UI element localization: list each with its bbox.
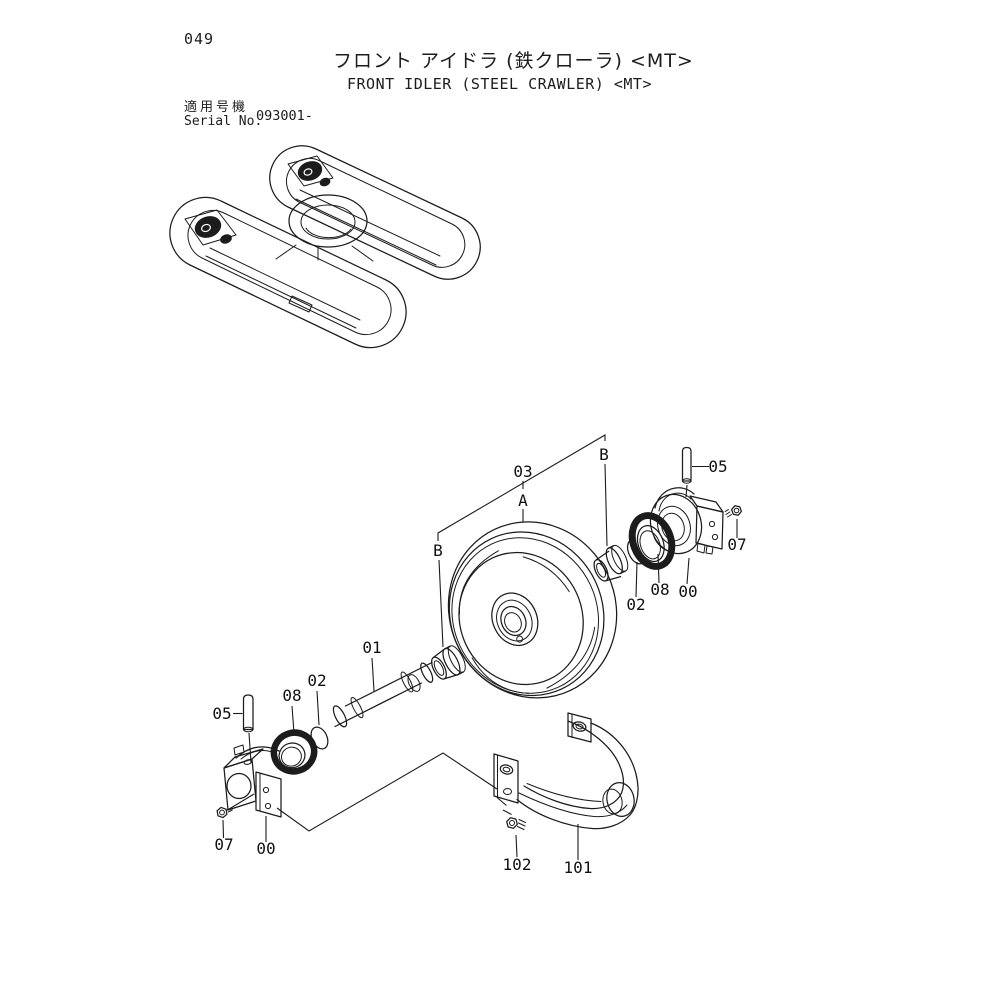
right-pin [681, 446, 692, 498]
callout-part-02-right: 02 [626, 595, 645, 614]
left-seal [270, 729, 318, 775]
idler-shaft [332, 661, 434, 728]
callout-part-08-left: 08 [282, 686, 301, 705]
front-idler-highlight [184, 209, 237, 246]
right-bracket [649, 487, 724, 555]
title-japanese: フロント アイドラ (鉄クローラ) <MT> [333, 50, 694, 72]
leader-lines [222, 465, 738, 860]
assembly-pointer-line [276, 752, 498, 832]
section-line-b-b [437, 434, 608, 648]
callout-part-00-left: 00 [256, 839, 275, 858]
callout-part-05-left: 05 [212, 704, 231, 723]
swing-bearing-outer [288, 194, 368, 248]
left-bolt [216, 793, 255, 819]
left-bracket [223, 744, 282, 818]
callout-part-02-left: 02 [307, 671, 326, 690]
callout-part-01: 01 [362, 638, 381, 657]
callout-part-102: 102 [503, 855, 532, 874]
exploded-view: B 03 A B 05 07 08 00 02 01 02 08 05 07 0… [212, 434, 747, 877]
locator-drawing [169, 145, 481, 349]
callout-part-101: 101 [564, 858, 593, 877]
callout-part-05-right: 05 [708, 457, 727, 476]
title-english: FRONT IDLER (STEEL CRAWLER) <MT> [347, 75, 652, 93]
page-number: 049 [184, 30, 215, 48]
serial-number-value: 093001- [256, 108, 313, 124]
left-pin [242, 694, 254, 764]
callout-part-07-left: 07 [214, 835, 233, 854]
rear-idler-highlight [287, 155, 334, 187]
right-bolt [724, 505, 743, 518]
right-bushing [593, 544, 629, 582]
serial-label-japanese: 適用号機 [184, 100, 249, 115]
right-seal [628, 512, 676, 570]
callout-view-a: A [518, 491, 528, 510]
yoke-bolt [506, 817, 526, 830]
idler-wheel [447, 521, 618, 699]
serial-label-english: Serial No. [184, 114, 263, 129]
callout-part-00-right: 00 [678, 582, 697, 601]
callout-part-07-right: 07 [727, 535, 746, 554]
callout-section-b-left: B [433, 541, 443, 560]
left-bushing [407, 645, 466, 692]
callout-part-08-right: 08 [650, 580, 669, 599]
yoke-bracket [493, 712, 639, 830]
callout-section-b-top: B [599, 445, 609, 464]
callout-labels: B 03 A B 05 07 08 00 02 01 02 08 05 07 0… [212, 445, 746, 877]
callout-part-03: 03 [513, 462, 532, 481]
